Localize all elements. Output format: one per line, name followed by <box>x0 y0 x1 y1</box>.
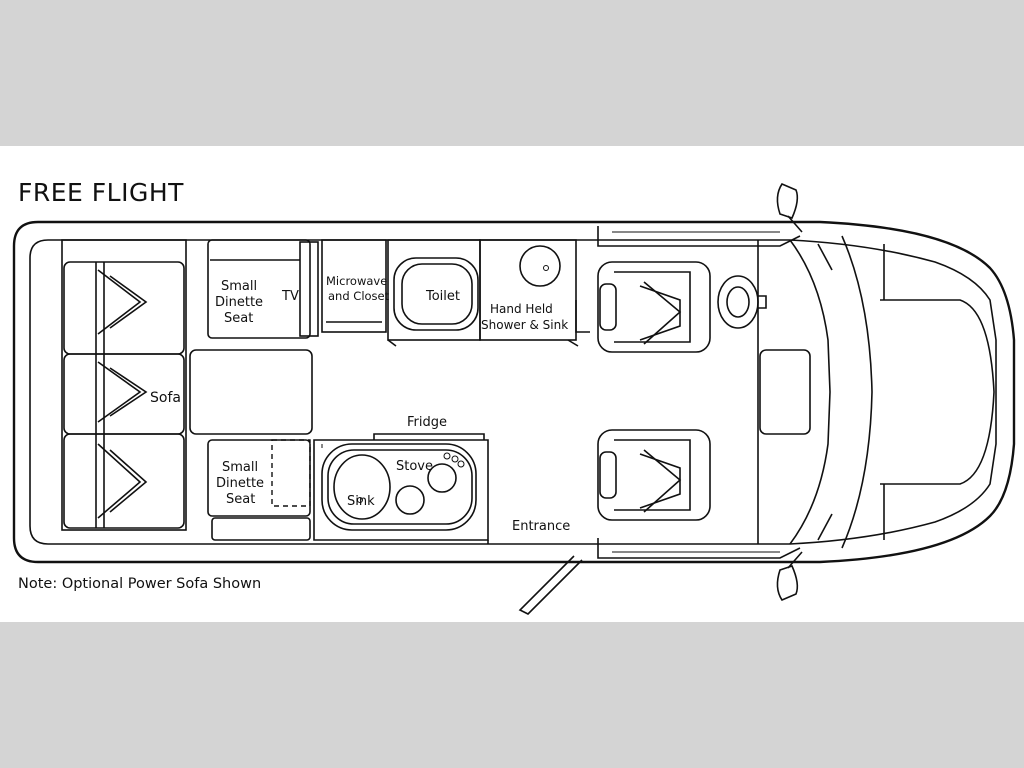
microwave-closet: Microwave and Closet <box>321 239 390 333</box>
stove-label: Stove <box>396 459 433 474</box>
microwave-label-2: and Closet <box>328 289 390 303</box>
galley-counter: Stove Sink <box>313 439 489 541</box>
microwave-label-1: Microwave <box>326 274 387 288</box>
toilet-label: Toilet <box>425 289 460 304</box>
stove-burner-2 <box>427 463 457 493</box>
steering-wheel <box>717 275 767 329</box>
floorplan-title: FREE FLIGHT <box>18 178 184 207</box>
sofa: Sofa <box>61 239 187 531</box>
passenger-seat <box>597 429 711 521</box>
entrance-door: Entrance <box>487 519 583 615</box>
sink-label: Sink <box>347 494 375 509</box>
mirror-top <box>776 183 803 233</box>
dinette-top-label-1: Small <box>221 279 257 294</box>
fridge-label: Fridge <box>407 415 447 430</box>
dinette-bottom-label-3: Seat <box>226 492 255 507</box>
floorplan-note: Note: Optional Power Sofa Shown <box>18 576 262 592</box>
dinette-top-label-3: Seat <box>224 311 253 326</box>
dinette-seat-bottom: Small Dinette Seat <box>207 439 311 541</box>
driver-seat <box>597 261 711 353</box>
sofa-label: Sofa <box>150 390 181 406</box>
mirror-bottom <box>776 551 803 601</box>
entrance-label: Entrance <box>512 519 570 534</box>
stove-burner-1 <box>395 485 425 515</box>
shower-sink: Hand Held Shower & Sink <box>479 239 590 347</box>
tv-label: TV <box>281 289 299 304</box>
shower-label-2: Shower & Sink <box>481 318 568 332</box>
dinette-top-label-2: Dinette <box>215 295 263 310</box>
tv-cabinet: TV <box>281 241 319 337</box>
shower-label-1: Hand Held <box>490 302 553 316</box>
dinette-bottom-label-1: Small <box>222 460 258 475</box>
dinette-table <box>189 349 313 435</box>
dinette-bottom-label-2: Dinette <box>216 476 264 491</box>
sink-basin <box>333 454 391 520</box>
dinette-seat-top: Small Dinette Seat <box>207 239 311 339</box>
van-body-outline <box>12 220 1016 564</box>
fridge: Fridge <box>373 415 485 440</box>
toilet: Toilet <box>387 239 481 347</box>
